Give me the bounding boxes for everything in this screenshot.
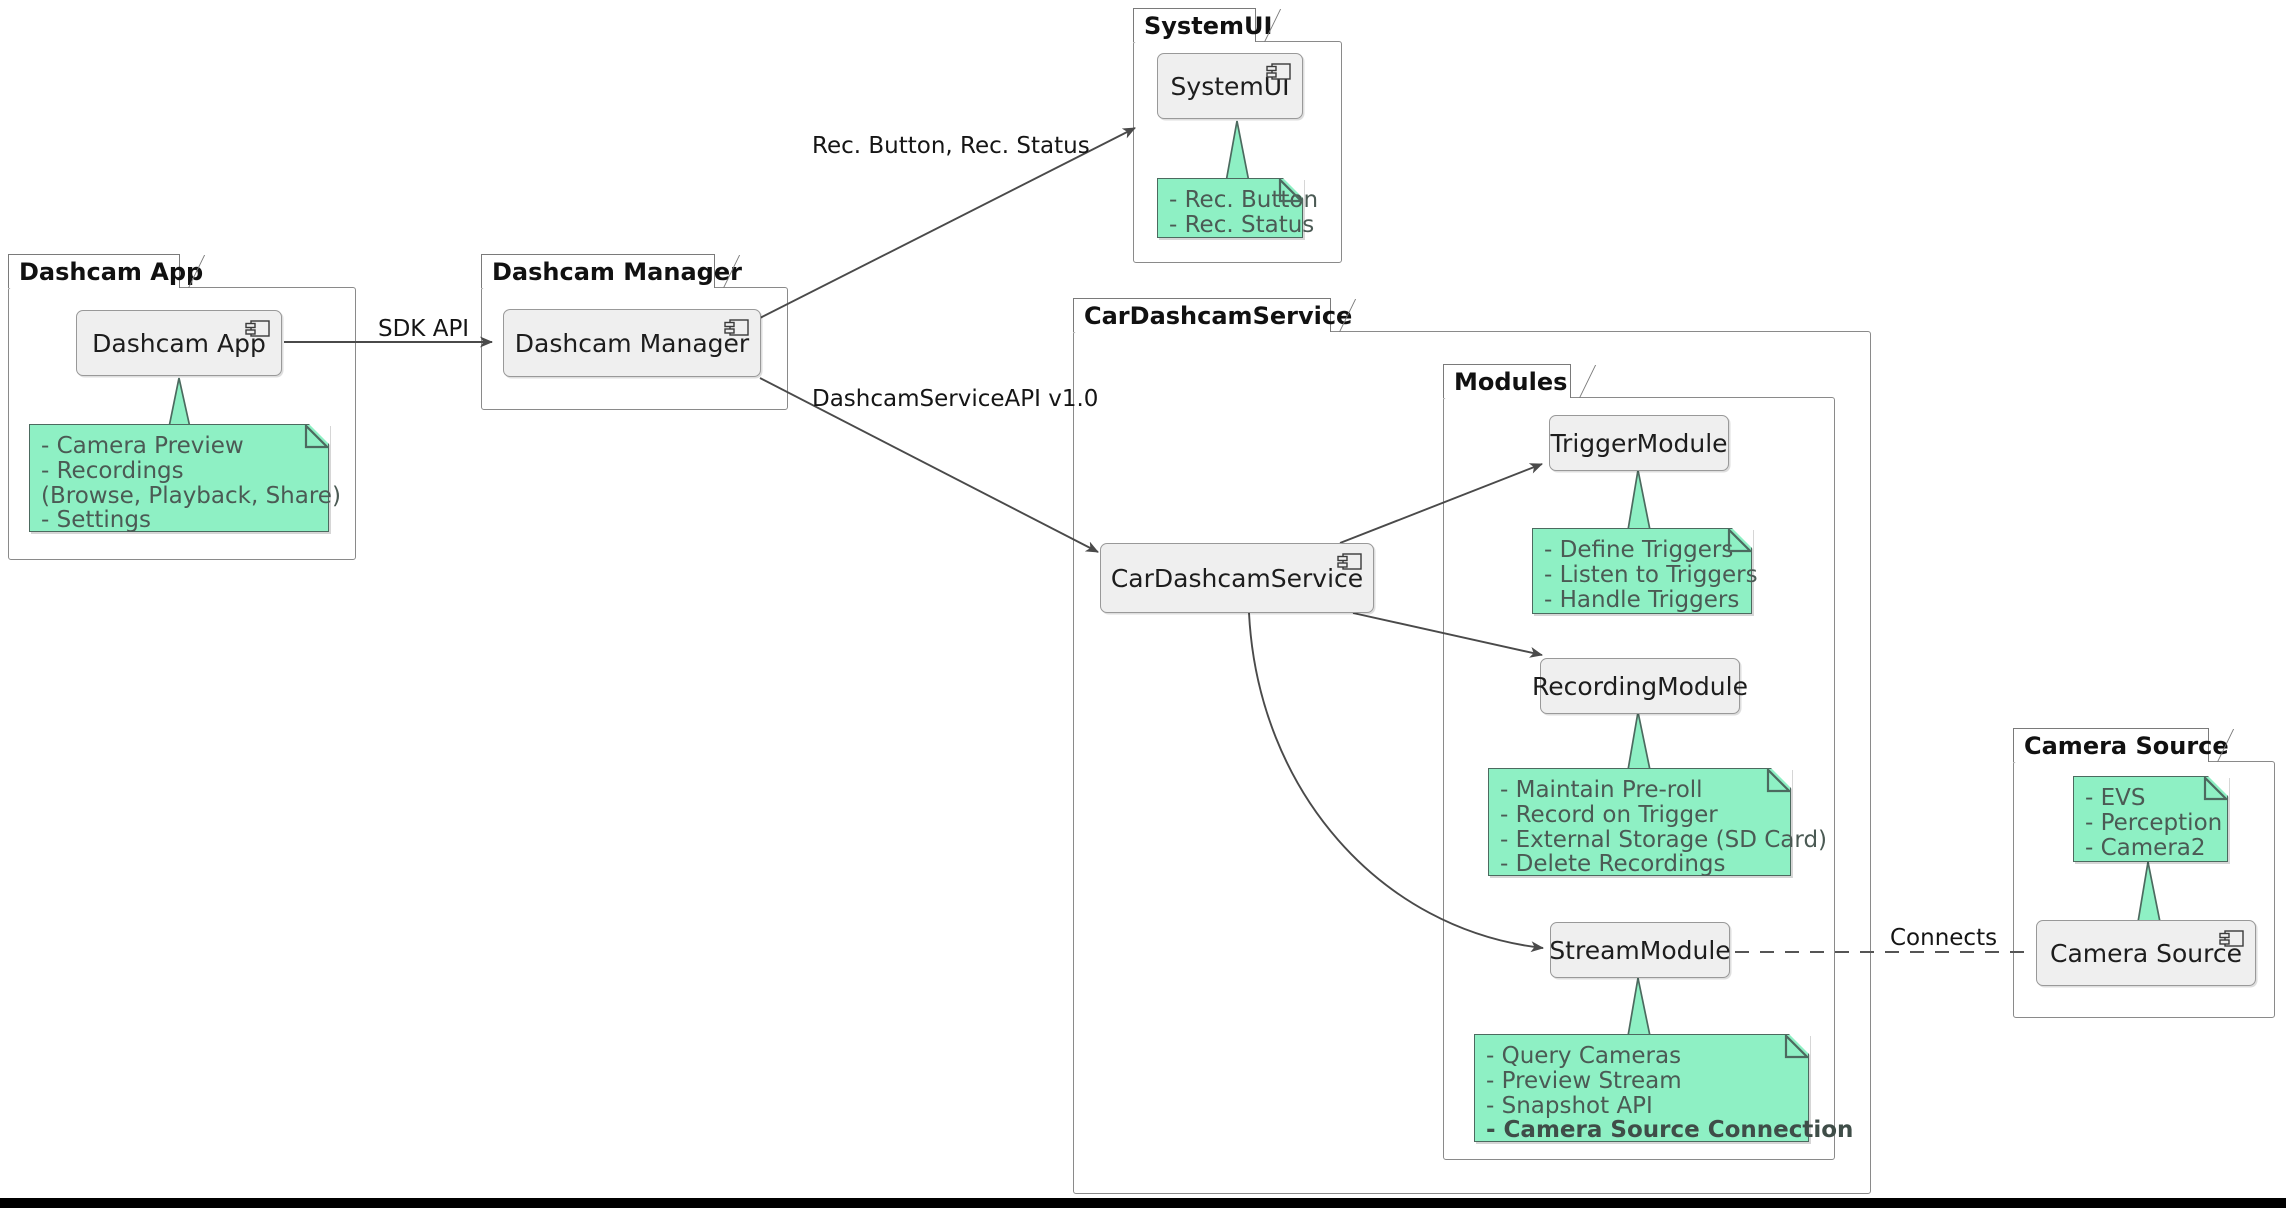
component-icon (2219, 930, 2244, 947)
note-fold-icon (1769, 767, 1792, 790)
note-fold-icon (1730, 527, 1753, 550)
note-line: - Recordings (41, 457, 184, 484)
note-line: - Delete Recordings (1500, 851, 1726, 878)
note-line: - Handle Triggers (1544, 586, 1740, 613)
component-icon (245, 320, 270, 337)
note-triggermodule: - Define Triggers - Listen to Triggers -… (1532, 527, 1758, 614)
component-dashcam-app[interactable]: Dashcam App (76, 310, 282, 376)
component-dashcam-manager-label: Dashcam Manager (514, 328, 750, 358)
note-line: - Define Triggers (1544, 537, 1734, 563)
edge-label-dashcamserviceapi: DashcamServiceAPI v1.0 (812, 386, 1099, 412)
note-line: - EVS (2085, 785, 2146, 811)
package-systemui-label: SystemUI (1144, 11, 1273, 40)
component-icon (1266, 63, 1291, 80)
edge-label-rec-button-status: Rec. Button, Rec. Status (812, 133, 1090, 159)
note-line: - Perception (2085, 809, 2223, 836)
note-line: (Browse, Playback, Share) (41, 482, 341, 509)
note-systemui: - Rec. Button - Rec. Status (1157, 177, 1318, 238)
package-dashcam-app-label: Dashcam App (19, 257, 204, 286)
note-fold-icon (307, 423, 330, 446)
package-camera-source-label: Camera Source (2024, 731, 2229, 760)
package-dashcam-manager-tab: Dashcam Manager (481, 254, 742, 288)
note-line: - Settings (41, 507, 151, 534)
note-line: - Record on Trigger (1500, 801, 1718, 828)
note-line: - Maintain Pre-roll (1500, 777, 1703, 803)
note-line: - Query Cameras (1486, 1043, 1682, 1069)
note-line: - Camera2 (2085, 834, 2206, 861)
package-camera-source-tab: Camera Source (2013, 728, 2235, 762)
package-cardashcamservice-label: CarDashcamService (1084, 301, 1353, 330)
package-systemui-tab: SystemUI (1133, 8, 1282, 42)
note-fold-line-icon (1727, 529, 1751, 553)
note-fold-icon (1281, 177, 1304, 200)
edge-label-connects: Connects (1890, 925, 1998, 951)
component-cardashcamservice-label: CarDashcamService (1110, 563, 1364, 593)
component-recordingmodule[interactable]: RecordingModule (1532, 658, 1748, 714)
note-fold-line-icon (2203, 777, 2227, 801)
component-recordingmodule-label: RecordingModule (1532, 671, 1748, 701)
note-fold-line-icon (1278, 179, 1302, 203)
note-camera-source: - EVS - Perception - Camera2 (2073, 775, 2229, 862)
note-dashcam-app: - Camera Preview - Recordings (Browse, P… (29, 423, 341, 534)
package-cardashcamservice-tab: CarDashcamService (1073, 298, 1357, 332)
note-streammodule: - Query Cameras - Preview Stream - Snaps… (1474, 1033, 1854, 1144)
note-recordingmodule: - Maintain Pre-roll - Record on Trigger … (1488, 767, 1828, 878)
note-line: - Preview Stream (1486, 1067, 1682, 1094)
note-line: - Rec. Status (1169, 211, 1315, 238)
component-streammodule[interactable]: StreamModule (1549, 922, 1731, 978)
note-fold-icon (1787, 1033, 1810, 1056)
edge-label-sdk-api: SDK API (378, 316, 470, 342)
component-icon (1337, 553, 1362, 570)
component-dashcam-manager[interactable]: Dashcam Manager (503, 309, 761, 377)
note-line: - Listen to Triggers (1544, 561, 1758, 588)
package-dashcam-manager-label: Dashcam Manager (492, 257, 742, 286)
package-modules-label: Modules (1454, 367, 1568, 396)
note-fold-line-icon (1784, 1035, 1808, 1059)
note-line: - External Storage (SD Card) (1500, 826, 1828, 853)
component-triggermodule-label: TriggerModule (1550, 428, 1728, 458)
note-fold-line-icon (304, 425, 328, 449)
component-camera-source[interactable]: Camera Source (2036, 920, 2256, 986)
bottom-black-strip (0, 1198, 2286, 1208)
note-line: - Camera Source Connection (1486, 1117, 1854, 1144)
note-line: - Camera Preview (41, 433, 244, 459)
note-line: - Snapshot API (1486, 1092, 1653, 1119)
package-dashcam-app-tab: Dashcam App (8, 254, 206, 288)
component-icon (724, 319, 749, 336)
component-dashcam-app-label: Dashcam App (92, 328, 266, 358)
package-modules-tab: Modules (1443, 364, 1597, 398)
component-triggermodule[interactable]: TriggerModule (1549, 415, 1729, 471)
component-cardashcamservice[interactable]: CarDashcamService (1100, 543, 1374, 613)
component-streammodule-label: StreamModule (1549, 935, 1731, 965)
component-camera-source-label: Camera Source (2050, 938, 2242, 968)
note-fold-line-icon (1766, 769, 1790, 793)
component-systemui[interactable]: SystemUI (1157, 53, 1303, 119)
note-fold-icon (2206, 775, 2229, 798)
